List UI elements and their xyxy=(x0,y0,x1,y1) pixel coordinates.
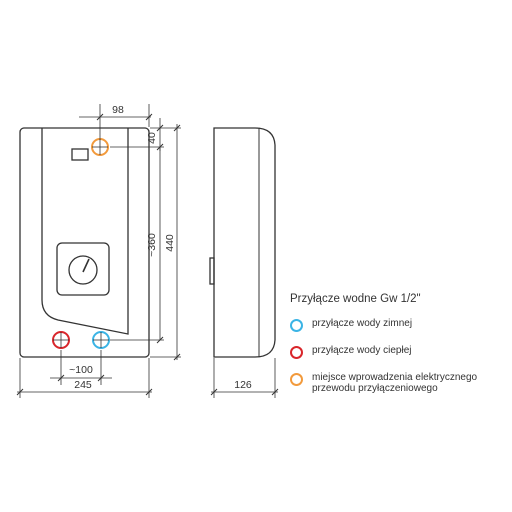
display-window xyxy=(71,148,89,161)
legend-item-hot: przyłącze wody ciepłej xyxy=(290,345,412,359)
legend-item-cold: przyłącze wody zimnej xyxy=(290,318,412,332)
dim-126: 126 xyxy=(234,379,252,391)
dim-440: 440 xyxy=(164,234,176,252)
hot-water-circle-icon xyxy=(290,346,303,359)
dim-98: 98 xyxy=(112,104,124,116)
dim-245: 245 xyxy=(74,379,92,391)
electric-entry-circle-icon xyxy=(290,373,303,386)
legend-title: Przyłącze wodne Gw 1/2" xyxy=(290,293,421,305)
electric-entry-connector xyxy=(91,138,109,156)
front-view xyxy=(19,127,150,358)
legend-item-electric: miejsce wprowadzenia elektrycznego przew… xyxy=(290,372,477,394)
hot-water-connector xyxy=(52,331,70,349)
knob-indicator xyxy=(82,258,90,273)
control-panel xyxy=(56,242,110,296)
dimension-lines xyxy=(17,104,278,398)
side-switch xyxy=(209,257,215,285)
control-knob xyxy=(68,255,98,285)
dim-40: 40 xyxy=(146,132,158,144)
legend-text-cold: przyłącze wody zimnej xyxy=(312,318,413,329)
front-housing xyxy=(19,127,150,358)
legend-text-electric: miejsce wprowadzenia elektrycznego przew… xyxy=(312,372,478,394)
dim-360: ~360 xyxy=(146,233,158,257)
cold-water-circle-icon xyxy=(290,319,303,332)
dim-100: ~100 xyxy=(69,364,93,376)
dimension-ticks xyxy=(16,113,279,396)
cold-water-connector xyxy=(92,331,110,349)
side-housing xyxy=(213,127,276,358)
side-view xyxy=(209,127,276,358)
front-panel xyxy=(41,128,129,335)
legend-text-hot: przyłącze wody ciepłej xyxy=(312,345,412,356)
